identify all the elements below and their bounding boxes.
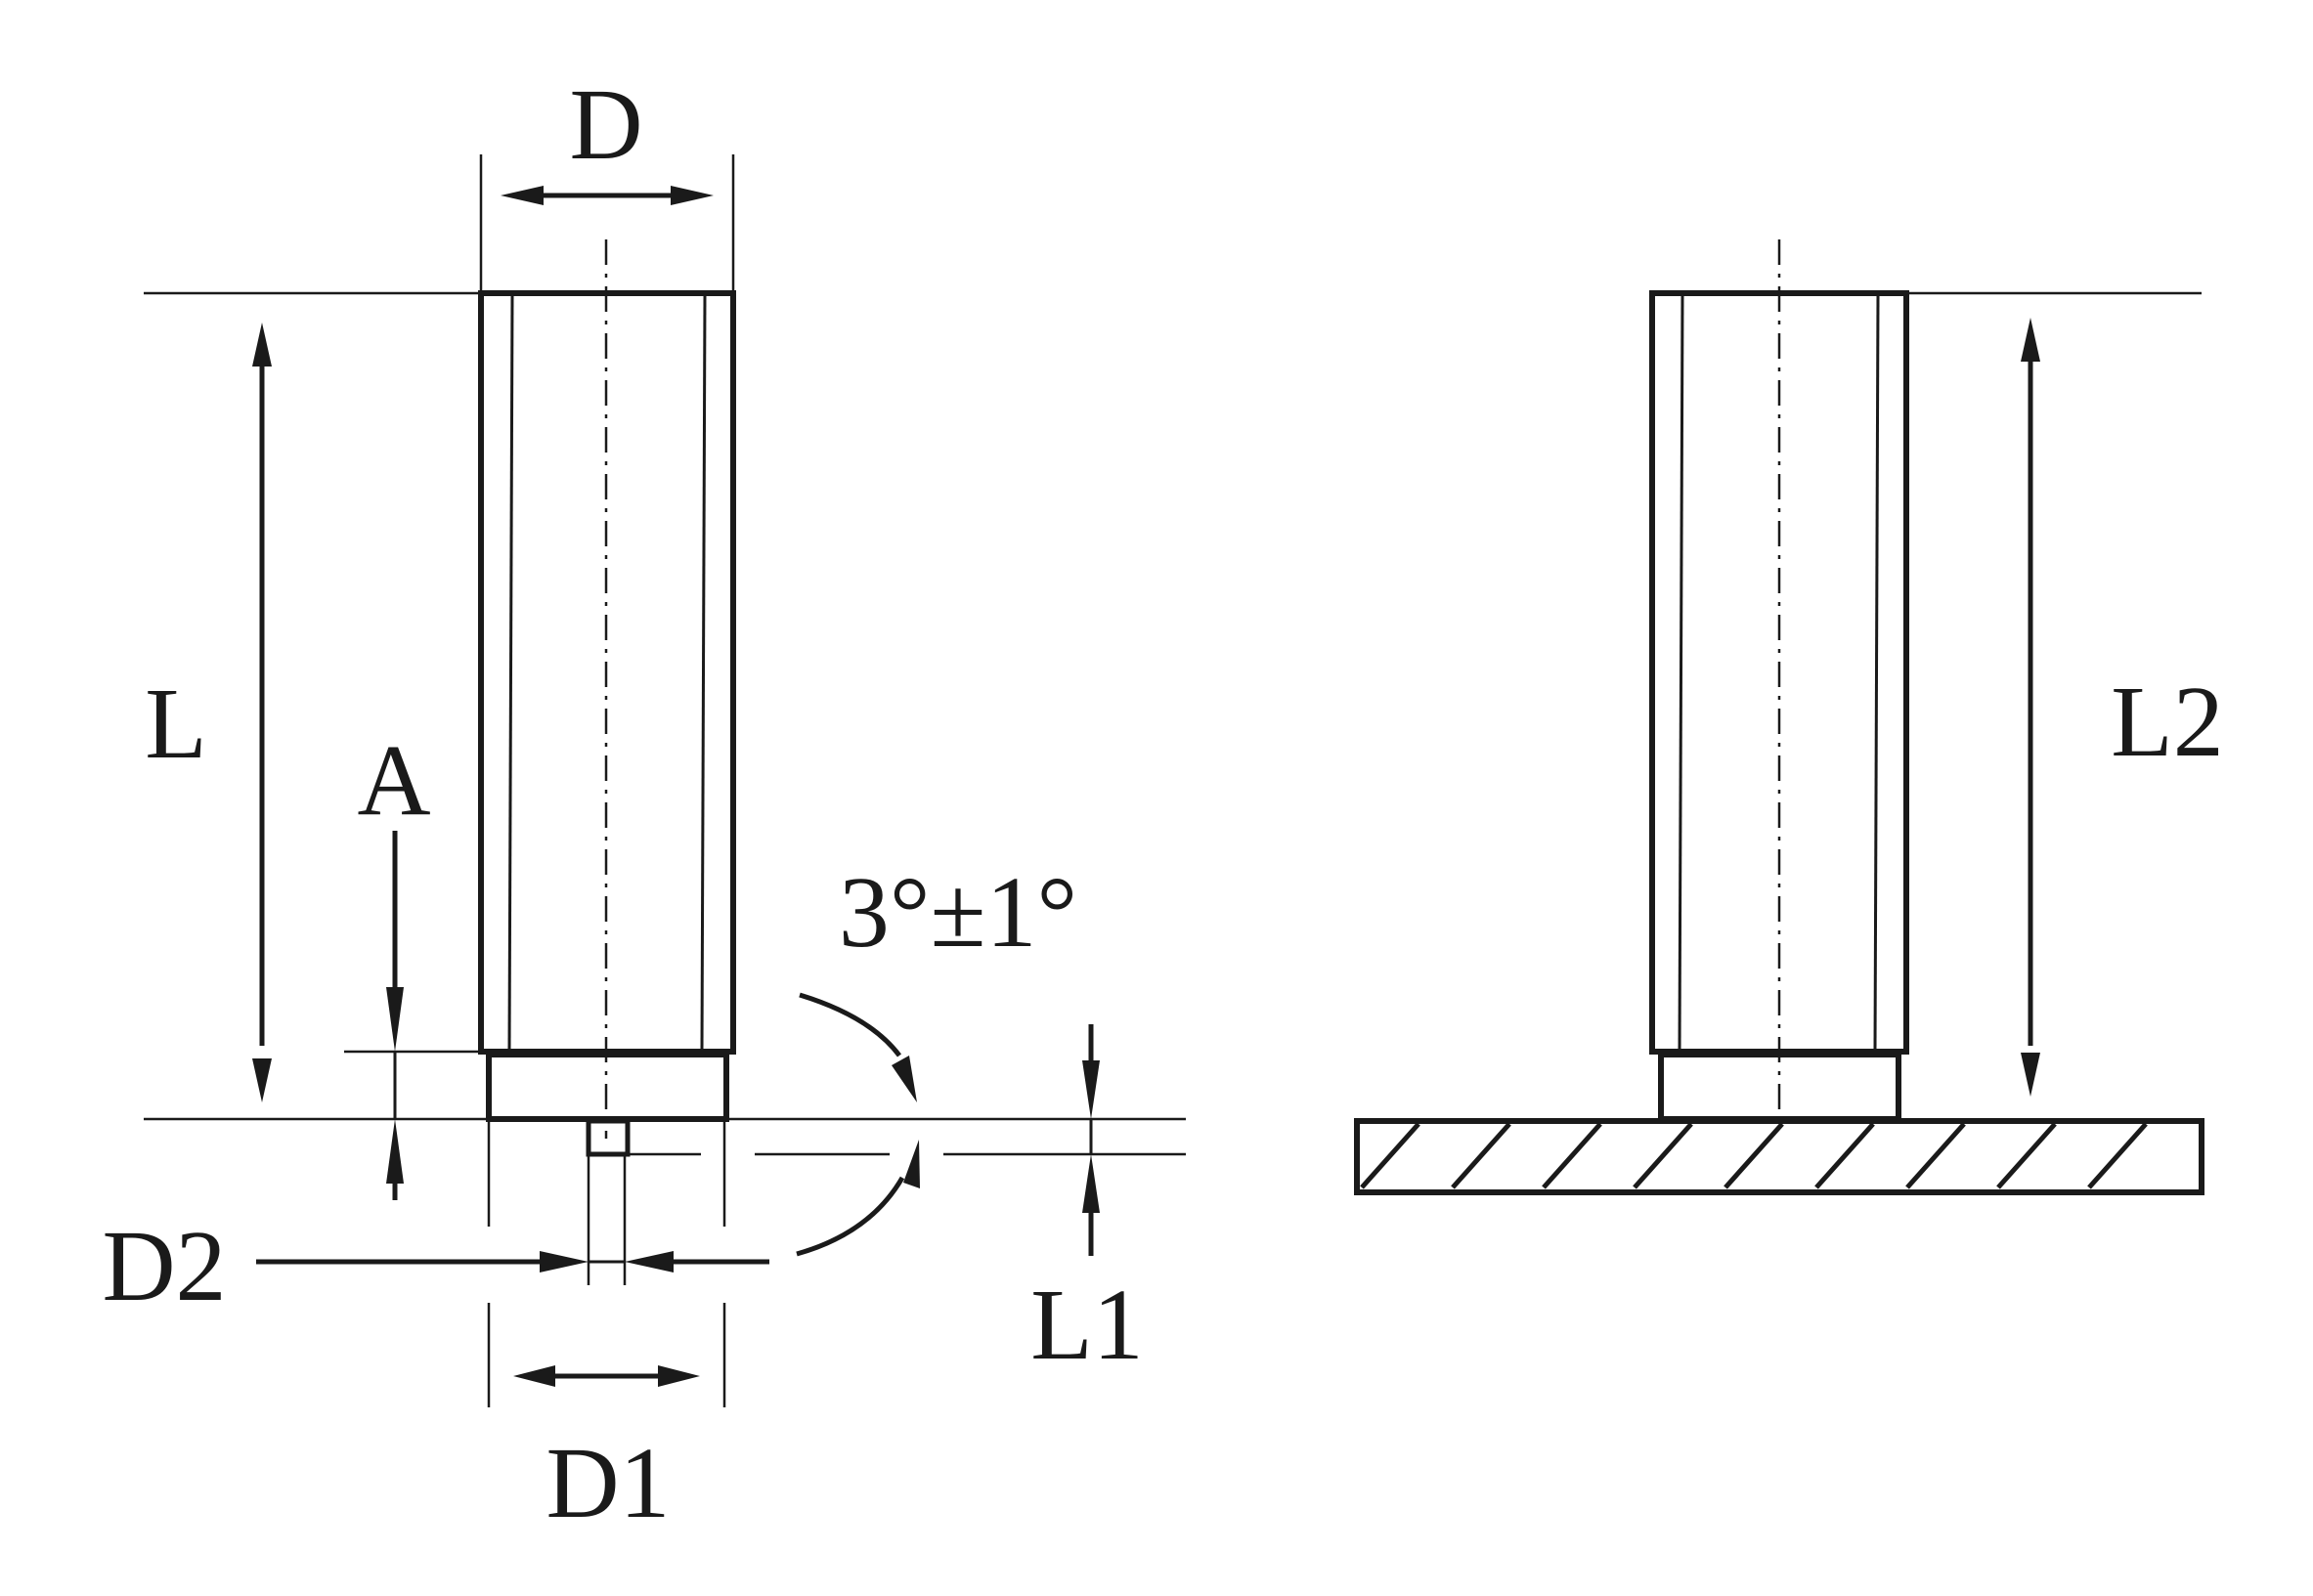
dimension-d-arrow-right — [671, 186, 714, 205]
dimension-d: D — [501, 68, 714, 205]
left-view — [478, 239, 736, 1285]
dimension-l1-label: L1 — [1030, 1269, 1144, 1381]
dimension-d1-arrow-right — [658, 1365, 700, 1387]
dimension-l-arrow-bottom — [252, 1058, 272, 1102]
dimension-l1-arrow-top — [1082, 1060, 1100, 1119]
dimension-d2: D2 — [102, 1210, 769, 1322]
base-plate — [1354, 1118, 2204, 1195]
dimension-l: L — [145, 323, 272, 1102]
dimension-d2-label: D2 — [102, 1210, 226, 1322]
left-pilot-tip — [586, 1118, 631, 1157]
dimension-l2: L2 — [2021, 318, 2224, 1097]
dimension-l-arrow-top — [252, 323, 272, 367]
dimension-d1: D1 — [513, 1365, 700, 1539]
dimension-d1-arrow-left — [513, 1365, 555, 1387]
dimension-angle-label: 3°±1° — [839, 856, 1077, 969]
dimension-l1: L1 — [1030, 1024, 1144, 1381]
left-shank — [486, 1052, 729, 1122]
dimension-l2-label: L2 — [2111, 666, 2224, 778]
angle-arrow-upper — [892, 1056, 917, 1102]
angle-arc-lower — [796, 1176, 905, 1257]
angle-arrow-lower — [903, 1140, 920, 1188]
dimension-l-label: L — [145, 668, 207, 780]
left-extension-lines — [144, 154, 1186, 1407]
base-plate-hatching — [1360, 1122, 2148, 1189]
dimension-a-arrow-top — [386, 987, 404, 1052]
left-bore-line-right — [700, 294, 707, 1051]
dimension-l1-arrow-bottom — [1082, 1154, 1100, 1213]
dimension-d2-arrow-right — [625, 1251, 674, 1272]
angle-arc-upper — [799, 992, 901, 1057]
dimension-a: A — [357, 724, 431, 1200]
dimension-d-label: D — [569, 68, 642, 181]
right-bore-line-right — [1873, 294, 1880, 1051]
right-bore-line-left — [1678, 294, 1684, 1051]
right-view — [1354, 239, 2204, 1195]
dimension-d-arrow-left — [501, 186, 544, 205]
dimension-l2-arrow-bottom — [2021, 1053, 2040, 1097]
dimension-a-label: A — [357, 724, 430, 837]
dimension-l2-arrow-top — [2021, 318, 2040, 362]
dimension-d1-label: D1 — [546, 1427, 670, 1539]
dimension-d2-arrow-left — [540, 1251, 589, 1272]
dimension-angle: 3°±1° — [796, 856, 1077, 1257]
left-bore-line-left — [507, 294, 514, 1051]
dimension-a-arrow-bottom — [386, 1119, 404, 1184]
